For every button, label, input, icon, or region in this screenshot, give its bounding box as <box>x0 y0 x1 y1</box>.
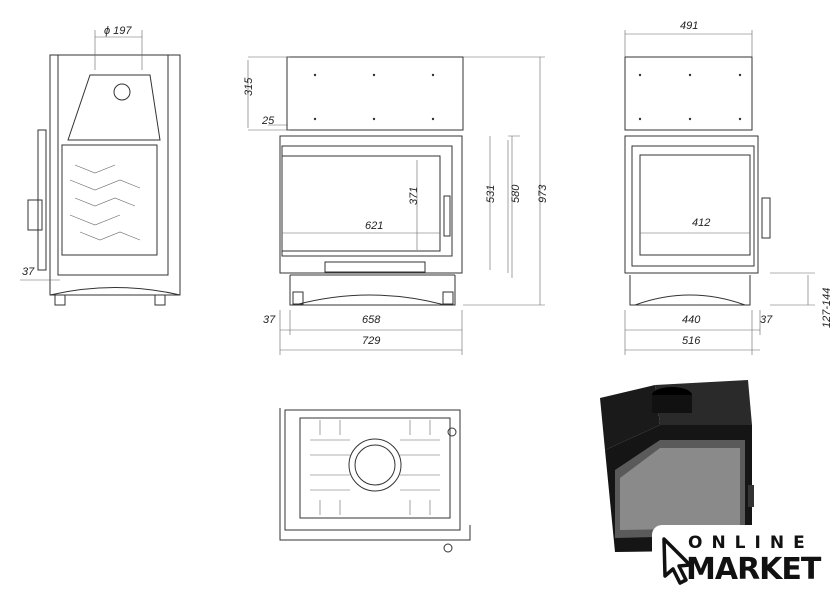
side-offset-label: 37 <box>22 266 35 278</box>
top-height-label: 315 <box>243 77 255 96</box>
offset-left-label: 37 <box>263 314 276 326</box>
leg-height-label: 127-144 <box>821 288 833 328</box>
right-glass-width-label: 412 <box>692 217 710 229</box>
flue-diameter-label: ϕ 197 <box>104 25 132 37</box>
offset-top-label: 25 <box>261 115 275 127</box>
top-width-label: 491 <box>680 20 698 32</box>
glass-width-label: 621 <box>365 220 383 232</box>
cursor-arrow-icon <box>662 537 692 585</box>
right-view: 491 412 440 37 516 127-144 <box>624 20 833 355</box>
fireplace-3d-render <box>600 380 754 552</box>
online-market-logo: ONLINE MARKET <box>652 525 821 593</box>
front-view: 315 25 371 621 531 580 973 37 658 729 <box>243 56 549 355</box>
total-height-label: 973 <box>537 184 549 203</box>
total-width-label: 729 <box>362 335 380 347</box>
inner-width-label: 658 <box>362 314 381 326</box>
side-view: ϕ 197 37 <box>20 25 181 306</box>
top-down-view <box>279 408 471 553</box>
frame-height-label: 580 <box>510 184 522 203</box>
door-height-label: 531 <box>485 185 497 203</box>
logo-online-text: ONLINE <box>688 533 814 553</box>
right-total-width-label: 516 <box>682 335 701 347</box>
right-offset-label: 37 <box>760 314 773 326</box>
logo-market-text: MARKET <box>686 552 821 587</box>
glass-height-label: 371 <box>408 187 420 205</box>
right-inner-width-label: 440 <box>682 314 701 326</box>
